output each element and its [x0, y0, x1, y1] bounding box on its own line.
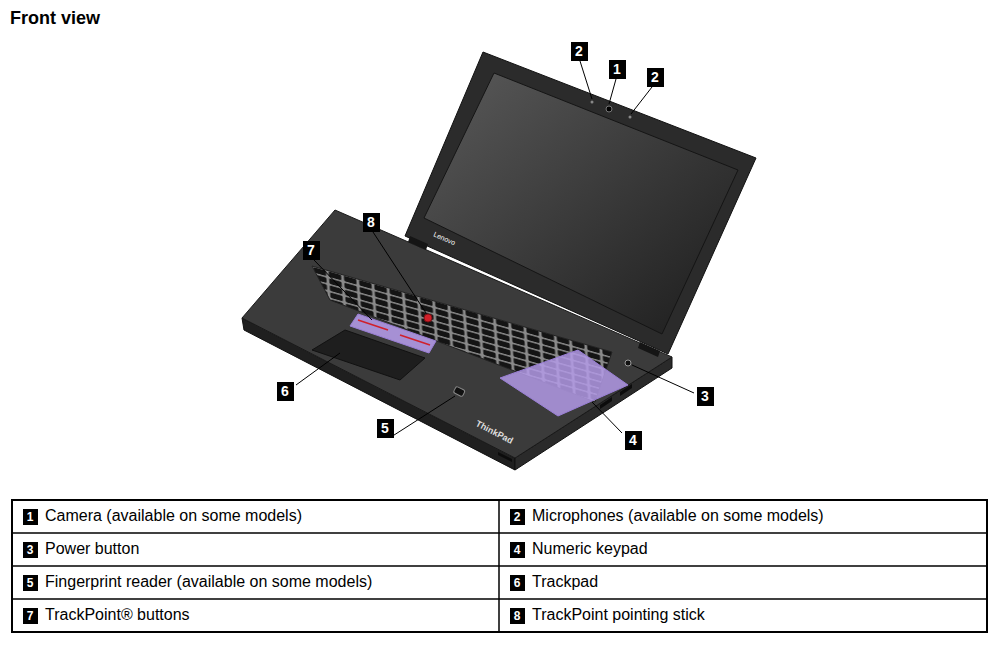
title: Front view — [10, 8, 100, 29]
callout-number: 7 — [303, 241, 320, 260]
leader-line — [592, 402, 622, 433]
card-slot — [498, 452, 512, 462]
microphone — [591, 101, 594, 104]
leader-line — [580, 61, 592, 99]
callout-number: 8 — [363, 213, 380, 232]
leader-line — [391, 396, 455, 437]
leader-line — [609, 79, 616, 104]
table-text: Fingerprint reader (available on some mo… — [45, 573, 372, 591]
fingerprint-reader — [453, 386, 465, 397]
button-stripe — [358, 320, 388, 330]
camera — [606, 106, 612, 112]
leader-line — [296, 353, 340, 385]
leader-lines — [296, 61, 694, 437]
table-text: Power button — [45, 540, 139, 558]
screen — [424, 73, 738, 334]
hinge — [638, 342, 660, 357]
leader-line — [314, 260, 372, 320]
trackpoint-buttons-highlight — [350, 314, 436, 353]
leader-line — [632, 365, 694, 393]
callout-number: 2 — [647, 68, 664, 87]
port — [600, 397, 612, 409]
microphone — [629, 116, 632, 119]
lid — [405, 52, 756, 354]
callout-number: 3 — [697, 387, 714, 406]
power-button — [625, 360, 631, 366]
table-text: TrackPoint® buttons — [45, 606, 190, 624]
table-number: 6 — [510, 575, 525, 591]
table-border — [12, 500, 987, 632]
table-number: 3 — [23, 542, 38, 558]
button-stripe — [400, 335, 430, 345]
table-number: 4 — [510, 542, 525, 558]
leader-line — [631, 87, 652, 114]
table-number: 8 — [510, 608, 525, 624]
callout-number: 1 — [609, 60, 626, 79]
callout-number: 5 — [377, 419, 394, 438]
table-number: 1 — [23, 509, 38, 525]
table-number: 7 — [23, 608, 38, 624]
table-number: 2 — [510, 509, 525, 525]
hinge — [408, 236, 428, 250]
table-grid — [12, 500, 987, 632]
table-number: 5 — [23, 575, 38, 591]
callout-number: 2 — [571, 42, 588, 61]
table-text: Trackpad — [532, 573, 598, 591]
callout-number: 4 — [625, 431, 642, 450]
table-text: TrackPoint pointing stick — [532, 606, 705, 624]
trackpoint-stick — [424, 314, 432, 322]
leader-line — [373, 232, 426, 313]
callout-number: 6 — [277, 382, 294, 401]
numeric-keypad-highlight — [500, 350, 628, 416]
table-text: Microphones (available on some models) — [532, 507, 824, 525]
table-rule — [498, 500, 500, 632]
table-text: Camera (available on some models) — [45, 507, 302, 525]
table-text: Numeric keypad — [532, 540, 648, 558]
